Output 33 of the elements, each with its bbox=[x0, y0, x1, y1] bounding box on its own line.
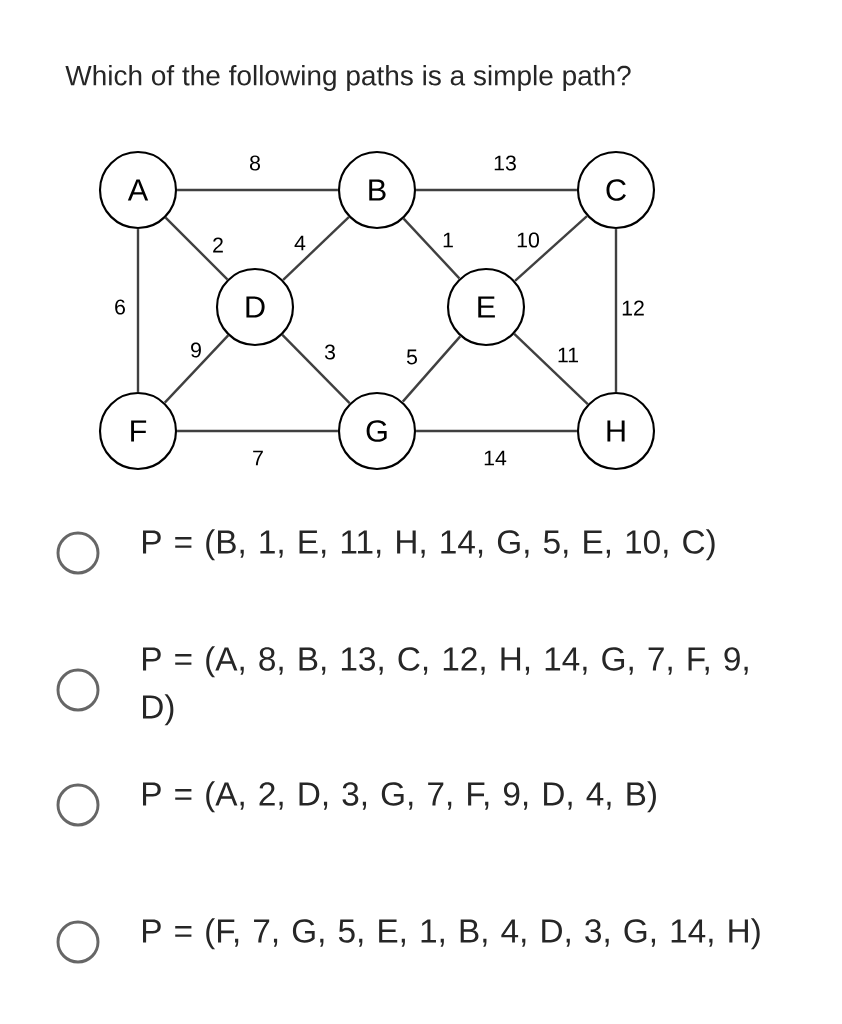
edge-line bbox=[177, 429, 338, 433]
question-text: Which of the following paths is a simple path? bbox=[65, 64, 631, 92]
edge-line bbox=[416, 188, 577, 192]
edge-weight: 14 bbox=[484, 450, 507, 466]
edge-weight: 3 bbox=[324, 344, 335, 360]
edge-line bbox=[281, 334, 351, 404]
answer-option: P = (A, 8, B, 13, C, 12, H, 14, G, 7, F, 9, D) bbox=[143, 646, 748, 726]
edge-weight: 8 bbox=[250, 155, 260, 171]
edge-line bbox=[402, 217, 461, 280]
edge-line bbox=[136, 229, 140, 392]
edge-line bbox=[614, 229, 618, 392]
edge-line bbox=[282, 216, 350, 281]
answer-option: P = (F, 7, G, 5, E, 1, B, 4, D, 3, G, 14, H) bbox=[143, 918, 760, 950]
edge-line bbox=[401, 335, 462, 403]
edge-weight: 5 bbox=[406, 349, 417, 365]
edge-line bbox=[513, 333, 589, 405]
edge-weight: 6 bbox=[115, 299, 125, 315]
edge-line bbox=[416, 429, 577, 433]
edge-line bbox=[514, 215, 588, 282]
edge-weight: 10 bbox=[517, 232, 539, 248]
edge-weight: 12 bbox=[622, 300, 644, 316]
edge-line bbox=[163, 334, 230, 404]
answer-option: P = (A, 2, D, 3, G, 7, F, 9, D, 4, B) bbox=[143, 781, 656, 813]
edge-weight: 7 bbox=[253, 450, 263, 466]
edge-weight: 11 bbox=[558, 347, 578, 363]
edge-weight: 9 bbox=[191, 342, 201, 358]
edge-line bbox=[177, 188, 338, 192]
edge-weight: 2 bbox=[213, 237, 223, 253]
edge-line bbox=[164, 216, 229, 281]
edge-weight: 4 bbox=[294, 235, 306, 251]
edge-weight: 1 bbox=[443, 232, 453, 248]
answer-option: P = (B, 1, E, 11, H, 14, G, 5, E, 10, C) bbox=[143, 529, 715, 561]
edge-weight: 13 bbox=[494, 155, 516, 171]
